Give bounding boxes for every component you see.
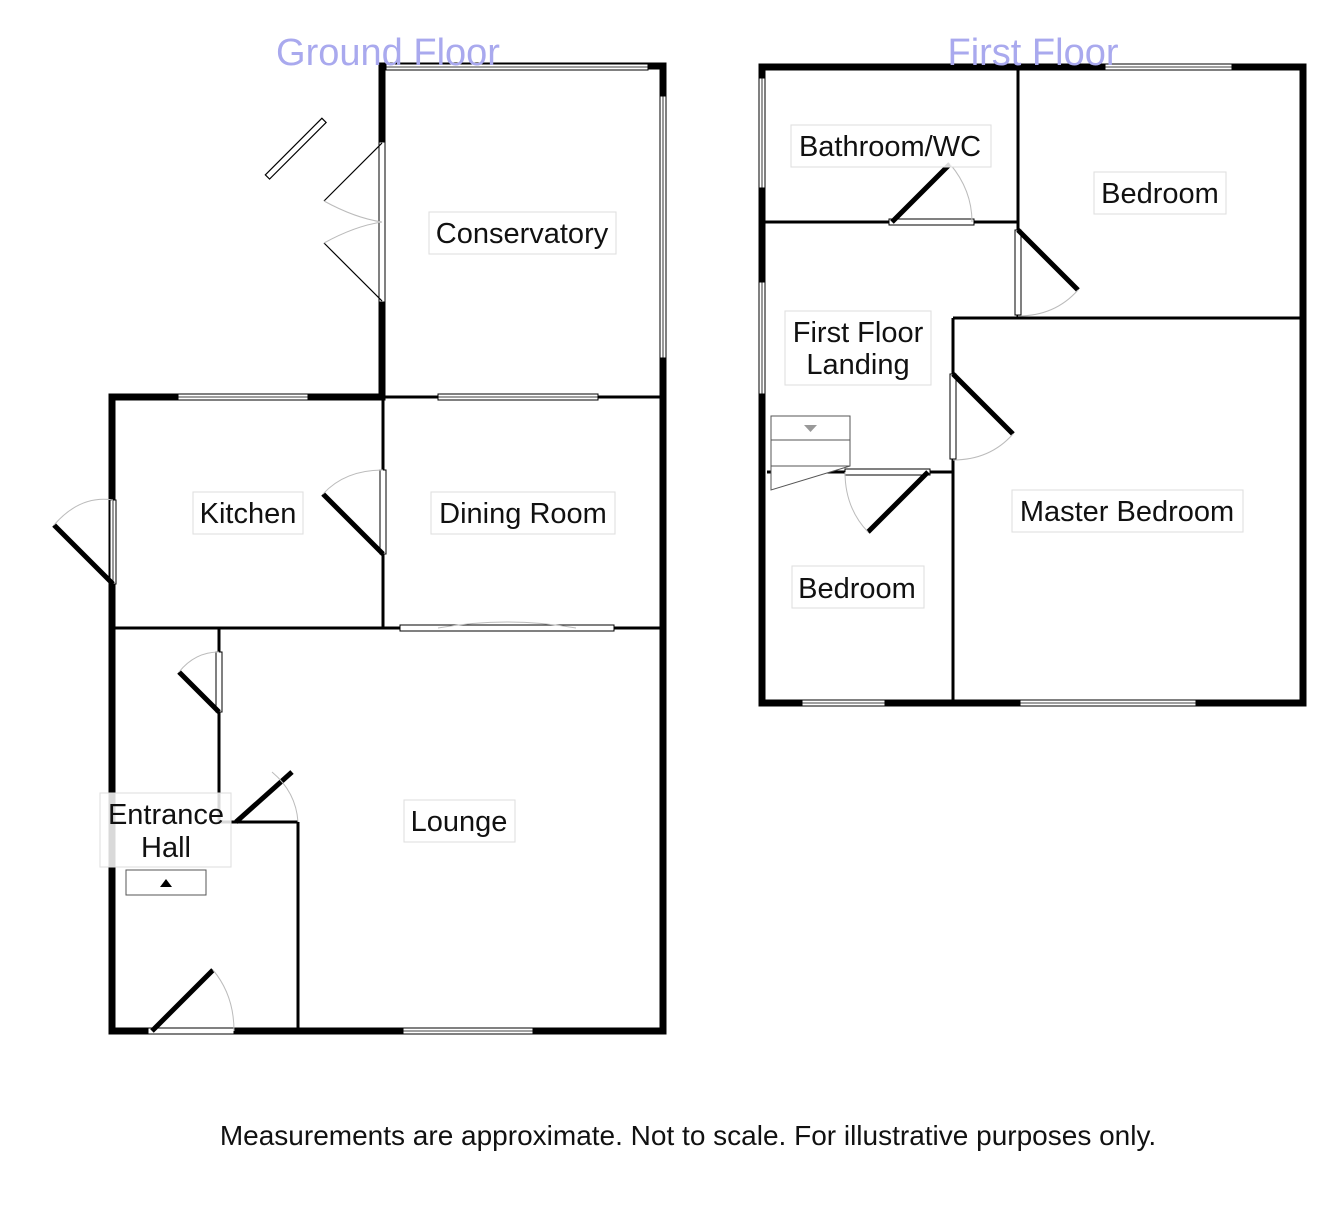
window <box>758 77 766 189</box>
room-label-lounge: Lounge <box>411 806 508 838</box>
door <box>321 469 387 556</box>
room-label-bathroom-wc: Bathroom/WC <box>799 131 981 163</box>
first-floor-plan <box>758 63 1307 707</box>
window <box>402 1027 534 1035</box>
window <box>385 63 649 71</box>
room-label-dining-room: Dining Room <box>439 498 607 530</box>
door <box>1014 228 1080 317</box>
first-floor-title: First Floor <box>948 32 1119 74</box>
window <box>1019 699 1197 707</box>
stairs <box>770 415 851 491</box>
room-label-kitchen: Kitchen <box>200 498 297 530</box>
window <box>177 393 309 401</box>
room-label-conservatory: Conservatory <box>436 218 609 250</box>
window <box>1104 63 1233 71</box>
room-label-landing-line1: First Floor <box>793 317 924 349</box>
floor-titles: Ground Floor First Floor <box>276 32 1119 74</box>
window <box>659 95 667 359</box>
door <box>888 162 975 226</box>
ground-floor-plan <box>52 62 667 1035</box>
door <box>52 498 115 586</box>
door <box>949 372 1015 461</box>
ground-floor-title: Ground Floor <box>276 32 500 74</box>
door <box>177 651 223 714</box>
french-door <box>264 117 386 303</box>
room-label-entrance-hall-line1: Entrance <box>108 799 224 831</box>
room-label-bedroom-rear: Bedroom <box>1101 178 1219 210</box>
door <box>844 468 931 534</box>
stairs <box>125 869 207 896</box>
window <box>801 699 886 707</box>
room-labels: Conservatory Kitchen Dining Room Lounge … <box>99 124 1244 868</box>
room-label-entrance-hall-line2: Hall <box>141 832 191 864</box>
window <box>109 499 117 585</box>
room-label-landing-line2: Landing <box>806 349 909 381</box>
archway <box>399 621 615 632</box>
door <box>234 770 299 824</box>
front-door <box>147 968 235 1035</box>
window <box>758 281 766 395</box>
room-label-bedroom-front: Bedroom <box>798 573 916 605</box>
sliding-door <box>437 393 599 401</box>
disclaimer-text: Measurements are approximate. Not to sca… <box>219 1120 1157 1151</box>
room-label-master-bedroom: Master Bedroom <box>1020 496 1234 528</box>
